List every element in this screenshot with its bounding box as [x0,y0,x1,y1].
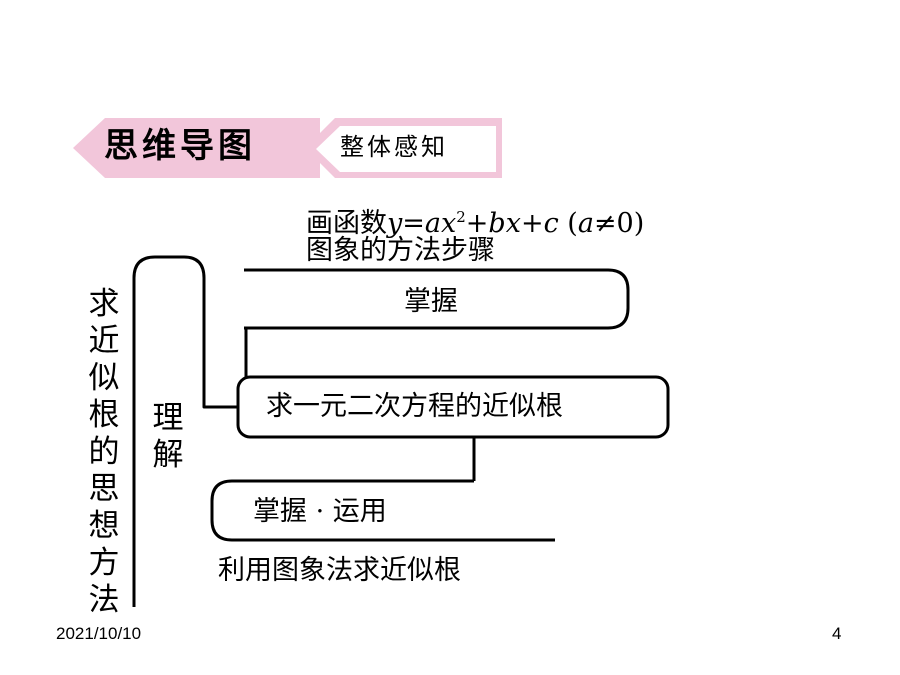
step-method-line1: 画函数y=ax2+bx+c (a≠0) [306,200,644,241]
understand-bracket [132,255,238,607]
apply-label: 掌握 · 运用 [253,496,387,527]
mindmap-title: 思维导图 [104,126,256,166]
apply-box [210,479,555,542]
formula-equals: = [402,208,425,239]
graph-method-label: 利用图象法求近似根 [218,555,461,586]
formula-x1: x [441,208,457,239]
step-method-line2: 图象的方法步骤 [306,235,495,266]
formula-y: y [387,208,403,239]
formula-plus2: + [520,208,544,239]
title-banner-shape [73,118,320,178]
center-box-label: 求一元二次方程的近似根 [266,391,563,422]
formula-c: c [543,208,559,239]
formula-x2: x [505,208,521,239]
master-label: 掌握 [404,286,458,317]
formula-b: b [488,208,506,239]
footer-date: 2021/10/10 [56,624,142,643]
step-method-prefix: 画函数 [306,208,387,239]
formula-cond-a: a [577,208,594,239]
page-number: 4 [832,624,842,643]
left-vertical-label: 求近似根的思想方法 [88,286,120,618]
formula-a: a [424,208,441,239]
mindmap-subtitle: 整体感知 [340,133,448,161]
formula-cond-rest: ≠0) [593,208,645,239]
center-box-frame [236,375,670,439]
formula-exponent: 2 [456,208,466,226]
master-box [244,268,630,330]
subtitle-banner-inner [316,126,496,172]
formula-plus1: + [465,208,489,239]
formula-cond-open: ( [558,208,578,239]
understand-vertical-label: 理解 [152,400,184,473]
